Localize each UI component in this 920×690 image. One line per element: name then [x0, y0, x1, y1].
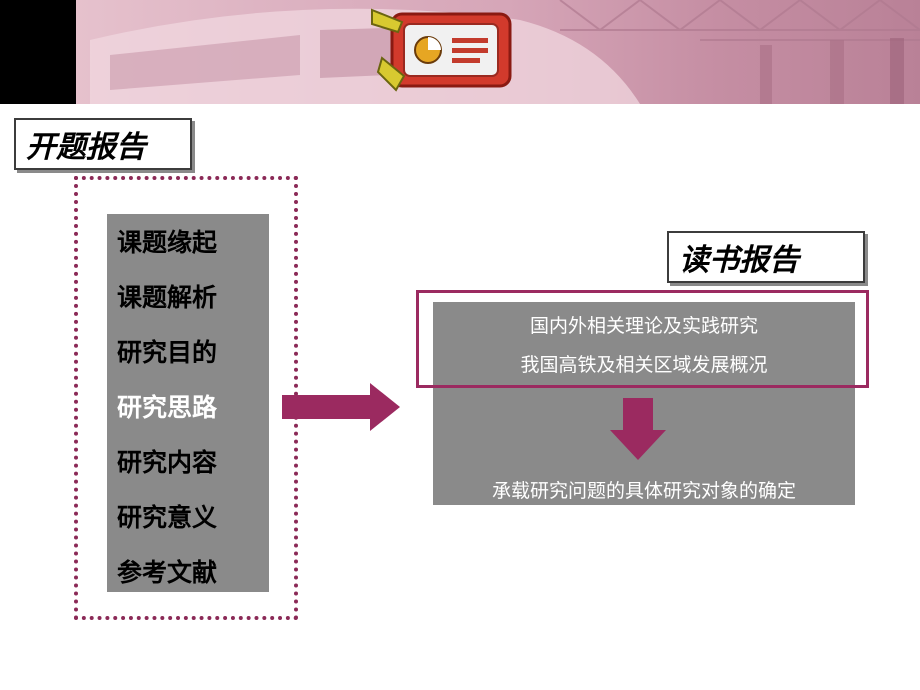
presentation-icon — [371, 8, 512, 92]
reading-topics-highlight — [416, 290, 869, 388]
dushu-report-title: 读书报告 — [667, 231, 865, 283]
reading-topics-panel — [433, 302, 855, 384]
reading-result-text: 承载研究问题的具体研究对象的确定 — [491, 480, 796, 502]
banner-train-station-image — [90, 0, 920, 104]
reading-line-theory: 国内外相关理论及实践研究 — [529, 315, 758, 337]
dushu-report-title-text: 读书报告 — [679, 243, 799, 278]
kaiti-report-title: 开题报告 — [14, 118, 192, 170]
topic-menu-panel: 课题缘起 课题解析 研究目的 研究思路 研究内容 研究意义 参考文献 — [107, 214, 269, 592]
header-banner — [0, 0, 920, 104]
down-arrow-icon — [610, 398, 666, 460]
menu-item-content[interactable]: 研究内容 — [117, 448, 218, 477]
banner-black-block — [0, 0, 76, 104]
menu-item-purpose[interactable]: 研究目的 — [117, 338, 218, 367]
menu-item-references[interactable]: 参考文献 — [117, 558, 218, 587]
reading-line-hsr: 我国高铁及相关区域发展概况 — [520, 354, 768, 376]
menu-item-approach[interactable]: 研究思路 — [117, 393, 218, 422]
menu-item-analysis[interactable]: 课题解析 — [117, 283, 218, 312]
kaiti-report-title-text: 开题报告 — [26, 130, 146, 165]
menu-item-origin[interactable]: 课题缘起 — [117, 228, 218, 257]
right-arrow-icon — [282, 383, 400, 431]
menu-item-significance[interactable]: 研究意义 — [117, 503, 218, 532]
